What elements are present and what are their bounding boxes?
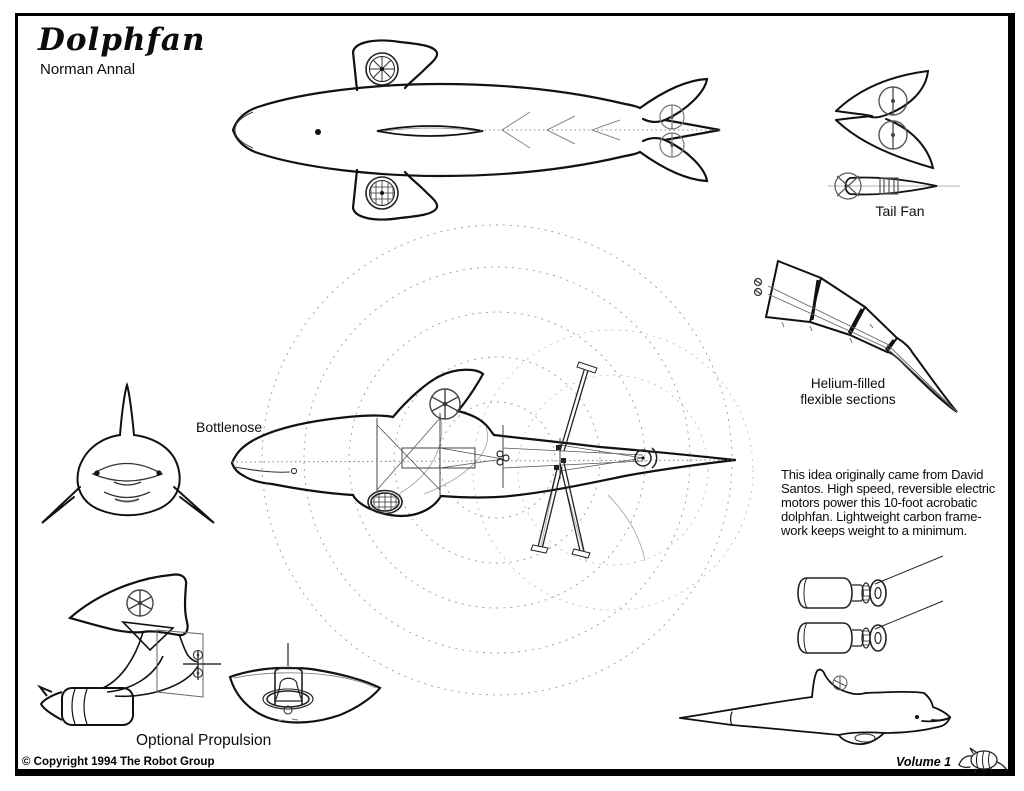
helium-label-line1: Helium-filled — [810, 376, 886, 391]
side-view-mechanism-drawing — [230, 361, 737, 562]
volume-label: Volume 1 — [896, 755, 952, 769]
description-line: Santos. High speed, reversible electric — [781, 481, 996, 496]
description-text: This idea originally came from David San… — [781, 468, 1024, 538]
optional-propulsion-label: Optional Propulsion — [136, 732, 272, 749]
small-dolphin-silhouette-drawing — [679, 668, 952, 745]
tail-fan-label: Tail Fan — [875, 203, 925, 219]
armadillo-logo-icon — [958, 747, 1008, 775]
helium-label-line2: flexible sections — [800, 391, 896, 407]
description-line: This idea originally came from David — [781, 467, 984, 482]
copyright-notice: © Copyright 1994 The Robot Group — [22, 756, 215, 768]
top-view-drawing — [231, 39, 721, 221]
description-line: dolphfan. Lightweight carbon frame- — [781, 509, 982, 524]
helium-sections-label: Helium-filled flexible sections — [762, 376, 934, 407]
description-line: work keeps weight to a minimum. — [781, 523, 967, 538]
front-view-drawing — [41, 381, 215, 524]
bottlenose-label: Bottlenose — [196, 419, 263, 435]
description-line: motors power this 10-foot acrobatic — [781, 495, 978, 510]
page-title: Dolphfan — [38, 22, 206, 58]
ventral-pod-drawing — [228, 643, 382, 724]
tail-fan-detail-drawing — [828, 69, 960, 200]
optional-propulsion-drawing — [36, 573, 221, 726]
electric-motors-drawing — [797, 555, 944, 654]
author-name: Norman Annal — [40, 61, 136, 78]
helium-sections-drawing — [753, 259, 958, 413]
